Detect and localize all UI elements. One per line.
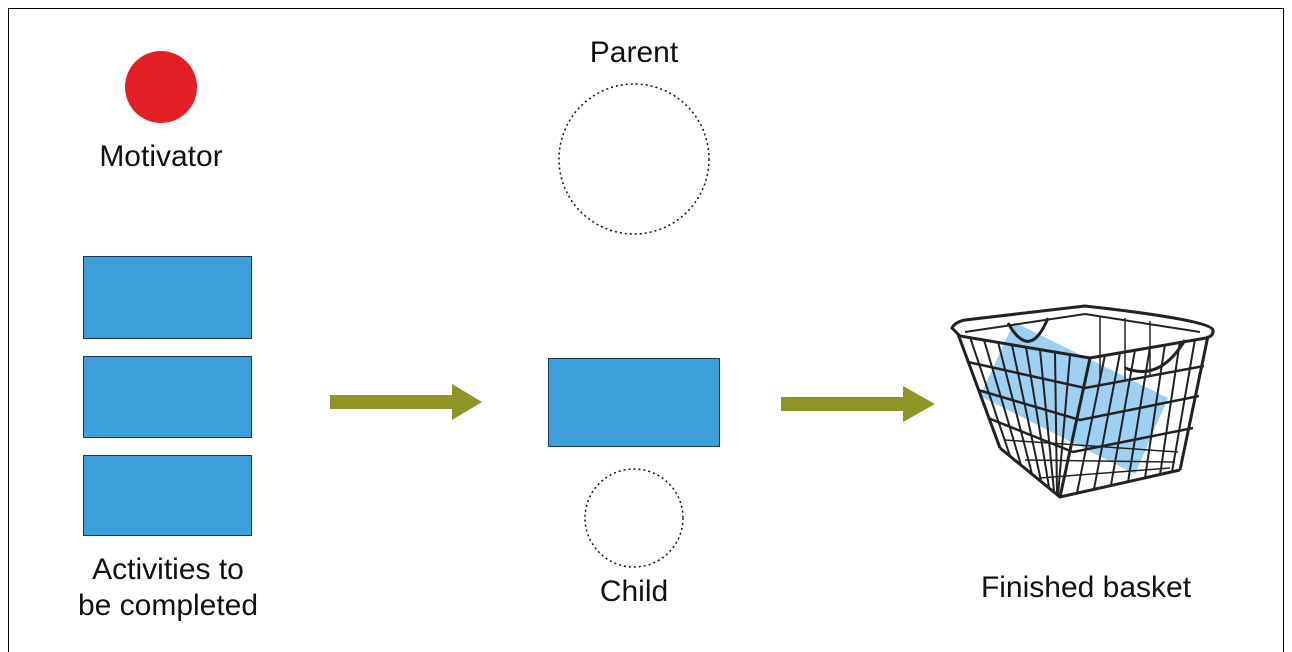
arrow-to-basket-icon: [781, 386, 935, 422]
activities-label-line-1: Activities to: [92, 553, 244, 586]
motivator-dot-icon: [125, 51, 197, 123]
diagram-frame: [8, 8, 1284, 652]
activities-label-line-2: be completed: [77, 589, 259, 622]
parent-label: Parent: [589, 36, 679, 69]
activity-box-3: [83, 455, 252, 536]
child-dotted-circle-icon: [584, 468, 684, 568]
child-label: Child: [599, 575, 669, 608]
current-activity-box: [548, 358, 720, 447]
motivator-label: Motivator: [99, 140, 223, 173]
activity-box-1: [83, 256, 252, 339]
arrow-to-center-icon: [330, 384, 482, 420]
activity-box-2: [83, 356, 252, 438]
wire-basket-icon: [950, 304, 1215, 499]
finished-basket-label: Finished basket: [980, 571, 1192, 604]
parent-dotted-circle-icon: [558, 83, 710, 235]
